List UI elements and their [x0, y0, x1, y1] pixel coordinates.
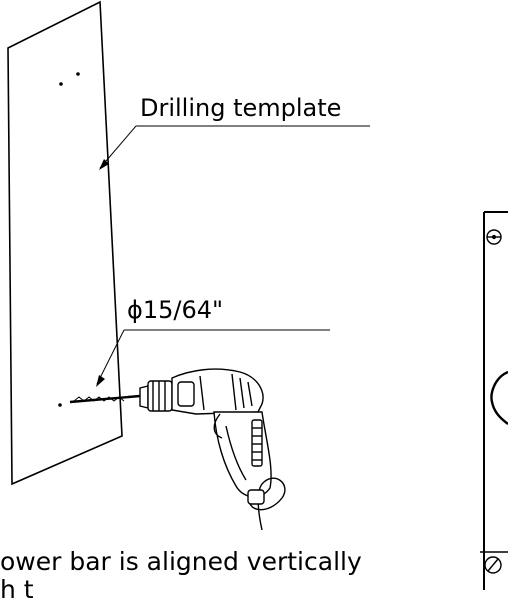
template-hole-top-right — [76, 72, 80, 76]
drill-trigger — [213, 413, 223, 439]
caption: ower bar is aligned vertically h t — [0, 548, 508, 604]
drilling-template-sheet — [7, 0, 123, 486]
drill-chuck — [139, 380, 173, 412]
caption-line-1: ower bar is aligned vertically — [0, 548, 362, 576]
mounting-hole-icon — [490, 370, 508, 425]
template-hole-top-left — [59, 82, 63, 86]
diameter-leader — [96, 329, 330, 387]
drill-bit — [69, 394, 141, 404]
template-label: Drilling template — [140, 94, 341, 122]
caption-line-2: h t — [0, 575, 34, 604]
power-bar-partial — [480, 211, 508, 590]
hole-diameter-label: ϕ15/64" — [127, 296, 223, 324]
template-leader — [99, 125, 370, 170]
screw-head-icon-bottom — [484, 556, 502, 574]
installation-diagram: Drilling template ϕ15/64" — [7, 0, 508, 590]
template-hole-bottom — [58, 403, 62, 407]
screw-head-icon — [486, 229, 502, 245]
drill-icon — [69, 368, 286, 531]
